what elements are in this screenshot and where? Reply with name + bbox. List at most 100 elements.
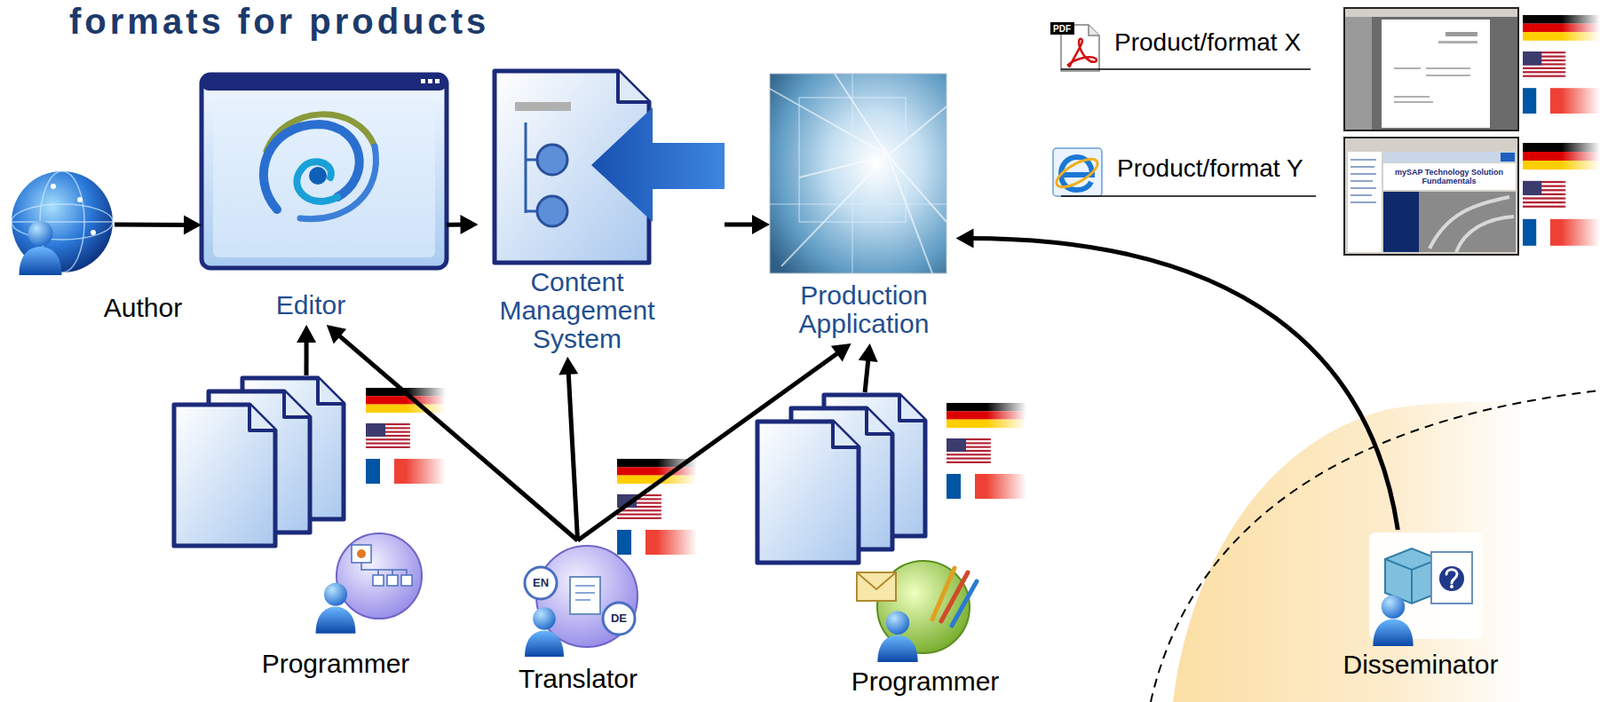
node-label: Product/format Y: [1116, 154, 1304, 183]
programmer-icon: [856, 572, 896, 602]
diagram-node: Author: [10, 173, 115, 274]
cms-icon: [494, 71, 725, 263]
document-stack: [757, 395, 926, 563]
node-label: Product/format X: [1114, 28, 1301, 57]
pdf-screenshot: [1344, 7, 1519, 131]
arrow-head: [752, 214, 770, 235]
connector-line: [568, 369, 579, 541]
author-icon: [19, 221, 63, 276]
production-image: [769, 73, 947, 274]
programmer-icon: [356, 549, 366, 559]
pdf-screenshot: [1394, 95, 1430, 98]
author-icon: [50, 183, 56, 190]
diagram-title: formats for products: [69, 1, 490, 41]
arrow-head: [296, 324, 317, 343]
language-flags: [365, 15, 1600, 557]
text-label: mySAP Technology Solution Fundamentals: [1386, 167, 1512, 186]
disseminator-icon: [1449, 585, 1454, 589]
text-label: EN: [532, 577, 549, 590]
editor-window: [263, 124, 360, 210]
language-flags: [617, 459, 698, 557]
editor-window: [201, 74, 447, 269]
web-screenshot: [1347, 151, 1382, 253]
document-stack: [174, 378, 344, 547]
disseminator-region: [1172, 402, 1600, 702]
cms-icon: [524, 122, 528, 214]
web-screenshot: [1429, 197, 1514, 253]
programmer-icon: [387, 575, 398, 587]
web-screenshot: [1350, 159, 1377, 203]
arrow-head: [558, 356, 579, 376]
arrow-head: [183, 214, 202, 235]
text-label: PDF: [1053, 23, 1071, 34]
editor-window: [427, 79, 433, 84]
connector-line: [114, 221, 190, 227]
editor-window: [308, 166, 327, 185]
author-icon: [90, 229, 96, 236]
programmer-icon: [951, 581, 977, 626]
arrow-connector: [578, 343, 852, 541]
translator-icon: [570, 577, 601, 615]
author-icon: [11, 221, 113, 223]
programmer-icon: [336, 533, 422, 619]
product-underline: [1061, 69, 1316, 197]
pdf-icon: [1067, 39, 1097, 68]
node-label: Production Application: [776, 281, 953, 339]
programmer-icon: [877, 610, 918, 663]
editor-window: [420, 79, 426, 84]
diagram-node: Programmer: [754, 392, 1021, 664]
cms-icon: [514, 102, 571, 111]
arrow-connector: [296, 324, 317, 376]
arrow-connector: [326, 324, 579, 541]
editor-window: [201, 74, 447, 269]
diagram-node: Translator: [514, 540, 643, 658]
diagram-node: Editor: [201, 74, 447, 325]
pdf-screenshot: [1394, 101, 1434, 103]
pdf-icon: [1050, 22, 1100, 72]
product-underline: [1061, 68, 1311, 71]
disseminator-icon: [1372, 594, 1413, 647]
cms-icon: [617, 71, 650, 103]
cms-icon: [591, 107, 725, 222]
editor-window: [201, 74, 447, 91]
language-flags: [946, 403, 1027, 501]
programmer-icon: [401, 575, 412, 587]
pdf-screenshot: [1438, 40, 1478, 44]
editor-window: [213, 97, 436, 258]
disseminator-icon: [1369, 532, 1483, 647]
programmer-icon: [856, 561, 977, 663]
connector-line: [304, 337, 309, 376]
author-icon: [77, 197, 83, 203]
programmer-icon: [361, 562, 407, 576]
editor-window: [300, 146, 376, 220]
pdf-screenshot: [1445, 31, 1478, 37]
arrow-connector: [558, 356, 579, 541]
arrow-head: [831, 343, 852, 363]
translator-icon: [575, 599, 591, 602]
node-label: Translator: [518, 665, 638, 694]
diagram-node: Content Management System: [478, 71, 726, 357]
arrow-connector: [114, 214, 202, 235]
pdf-icon: [1088, 24, 1100, 36]
arrow-head: [956, 228, 975, 248]
pdf-icon: [1050, 22, 1075, 35]
document-stack: [757, 421, 859, 563]
cms-icon: [525, 158, 538, 162]
pdf-screenshot: [1425, 74, 1471, 77]
disseminator-icon: [1439, 566, 1465, 592]
node-label: Editor: [276, 291, 346, 320]
arrow-connector: [956, 228, 1399, 531]
diagram-node: Product/format Y: [1053, 143, 1320, 198]
connector-line: [335, 332, 578, 541]
translator-icon: [602, 602, 635, 635]
node-label: Programmer: [851, 667, 1000, 697]
browser-icon: [1052, 153, 1101, 192]
web-screenshot: [1383, 163, 1516, 191]
disseminator-icon: [1431, 552, 1473, 604]
diagram-node: Programmer: [171, 375, 439, 633]
cms-icon: [525, 210, 538, 214]
programmer-icon: [856, 572, 896, 590]
translator-icon: [575, 585, 595, 587]
